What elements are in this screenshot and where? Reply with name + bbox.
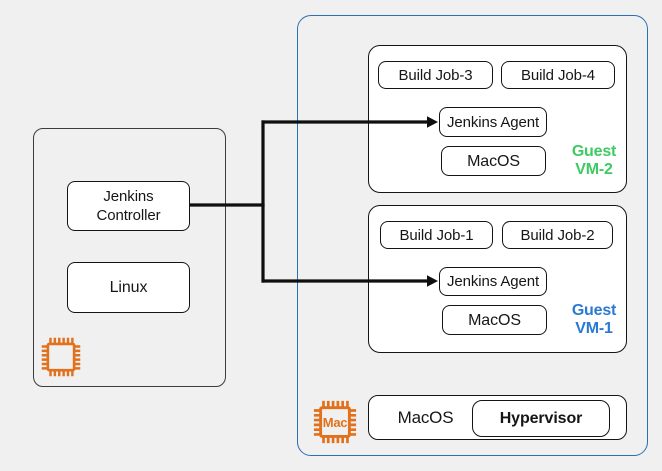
- hypervisor-label: Hypervisor: [499, 410, 583, 427]
- mac-host-box: [297, 15, 648, 456]
- guest-vm2-tag-line1: Guest: [571, 143, 617, 160]
- build-job-2-label: Build Job-2: [520, 226, 595, 244]
- guest-vm1-tag: Guest VM-1: [562, 302, 626, 340]
- build-job-1-label: Build Job-1: [399, 226, 474, 244]
- jenkins-agent-vm2-label: Jenkins Agent: [446, 113, 540, 131]
- linux-host-box: [33, 128, 226, 387]
- macos-vm1-label: MacOS: [468, 311, 521, 329]
- linux-os-label: Linux: [109, 279, 148, 296]
- jenkins-agent-vm2-node: Jenkins Agent: [439, 107, 547, 137]
- hypervisor-node: Hypervisor: [472, 400, 610, 437]
- jenkins-controller-label: Jenkins Controller: [96, 188, 161, 224]
- macos-vm2-node: MacOS: [441, 146, 546, 176]
- mac-chip-label: Mac: [322, 414, 348, 430]
- build-job-4-node: Build Job-4: [501, 61, 615, 89]
- build-job-3-node: Build Job-3: [378, 61, 493, 89]
- jenkins-agent-vm1-node: Jenkins Agent: [439, 267, 547, 296]
- jenkins-agent-vm1-label: Jenkins Agent: [446, 273, 540, 290]
- build-job-4-label: Build Job-4: [521, 66, 595, 84]
- cpu-chip-icon: [40, 336, 82, 378]
- guest-vm2-tag: Guest VM-2: [562, 143, 626, 181]
- mac-cpu-chip-icon: Mac: [312, 399, 358, 445]
- macos-vm2-label: MacOS: [467, 152, 520, 170]
- build-job-3-label: Build Job-3: [398, 66, 473, 84]
- guest-vm1-tag-line1: Guest: [571, 302, 617, 319]
- jenkins-controller-node: Jenkins Controller: [67, 181, 190, 231]
- macos-host-label: MacOS: [397, 407, 454, 427]
- linux-os-node: Linux: [67, 262, 190, 313]
- build-job-1-node: Build Job-1: [380, 221, 493, 249]
- macos-vm1-node: MacOS: [442, 305, 547, 335]
- guest-vm2-tag-line2: VM-2: [575, 161, 613, 178]
- guest-vm1-tag-line2: VM-1: [575, 320, 613, 337]
- build-job-2-node: Build Job-2: [502, 221, 613, 249]
